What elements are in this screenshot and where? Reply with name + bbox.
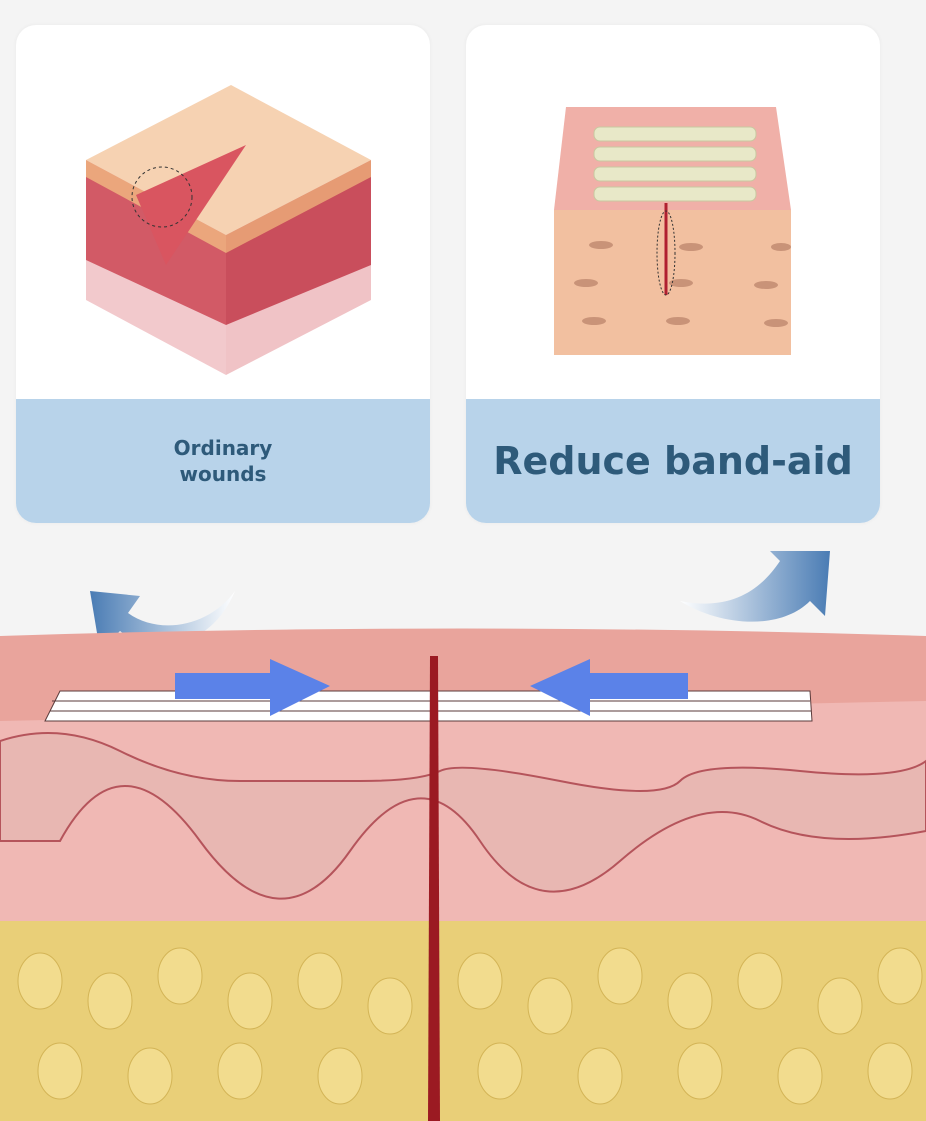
card-label: Reduce band-aid bbox=[466, 399, 880, 523]
tension-arrow-right-icon bbox=[175, 659, 330, 716]
left-curved-arrow-icon bbox=[90, 591, 235, 651]
incision bbox=[428, 656, 440, 1121]
card-label: Ordinary wounds bbox=[16, 399, 430, 523]
wound-skin-cube-illustration bbox=[86, 85, 371, 375]
ordinary-wound-card: Ordinary wounds bbox=[16, 25, 430, 523]
skin-cross-section-illustration bbox=[0, 551, 926, 1121]
right-curved-arrow-icon bbox=[680, 551, 830, 622]
reduce-band-aid-card: Reduce band-aid bbox=[466, 25, 880, 523]
tension-arrow-left-icon bbox=[530, 659, 688, 716]
closure-strip bbox=[44, 690, 813, 722]
closed-wound-skin-illustration bbox=[554, 107, 791, 355]
